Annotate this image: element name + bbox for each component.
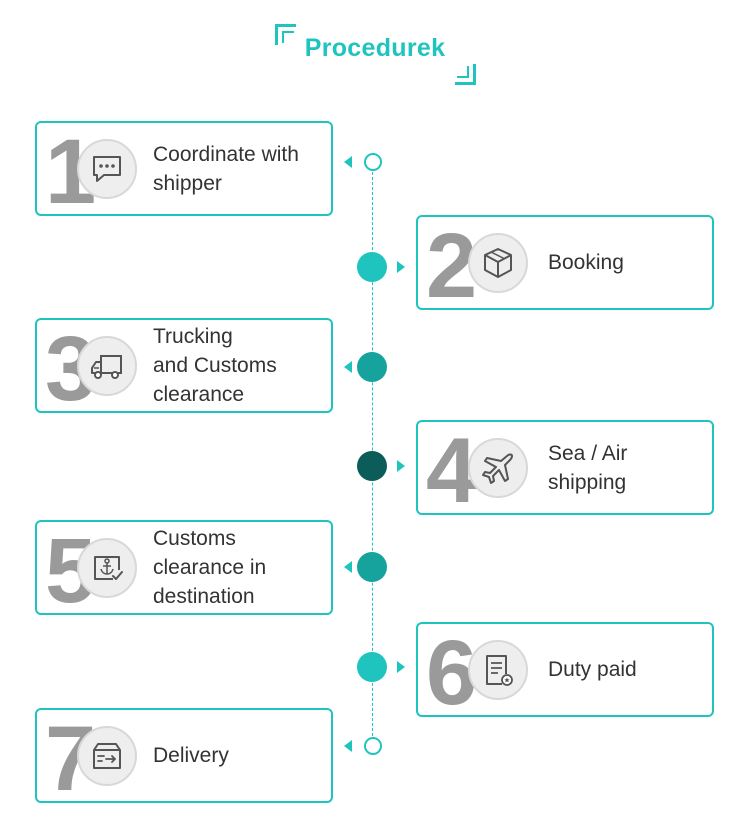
step-card-6: 6 Duty paid [416, 622, 714, 724]
step-label-line: destination [153, 585, 255, 608]
timeline-dot-2 [357, 252, 387, 282]
customs-check-icon [77, 538, 137, 598]
corner-bracket-icon [275, 24, 296, 45]
step-number: 2 [426, 215, 477, 317]
step-card-4: 4 Sea / Air shipping [416, 420, 714, 522]
title-block: Procedurek [0, 24, 750, 85]
timeline-dot-5 [357, 552, 387, 582]
arrow-left-icon [344, 740, 352, 752]
step-label: Trucking and Customs clearance [153, 320, 328, 411]
arrow-right-icon [397, 460, 405, 472]
document-seal-icon [468, 640, 528, 700]
step-label: Booking [548, 217, 723, 308]
step-number: 4 [426, 420, 477, 522]
step-label-line: clearance in [153, 556, 267, 579]
arrow-left-icon [344, 361, 352, 373]
step-card-2: 2 Booking [416, 215, 714, 317]
corner-bracket-icon [455, 64, 476, 85]
arrow-left-icon [344, 156, 352, 168]
step-label-line: Coordinate with [153, 142, 299, 166]
step-label-line: clearance [153, 383, 245, 406]
step-label: Coordinate with shipper [153, 123, 328, 214]
step-label-line: Trucking [153, 325, 233, 348]
step-label: Customs clearance in destination [153, 522, 328, 613]
step-label-line: Delivery [153, 744, 229, 767]
step-label-line: Sea / Air [548, 441, 628, 465]
timeline-dot-3 [357, 352, 387, 382]
step-number: 6 [426, 622, 477, 724]
page-title: Procedurek [304, 34, 446, 62]
timeline-dot-1 [364, 153, 382, 171]
arrow-right-icon [397, 261, 405, 273]
step-label-line: shipper [153, 171, 222, 195]
step-label-line: and Customs [153, 354, 277, 377]
timeline-dot-7 [364, 737, 382, 755]
arrow-left-icon [344, 561, 352, 573]
step-label-line: shipping [548, 470, 627, 494]
airplane-icon [468, 438, 528, 498]
truck-icon [77, 336, 137, 396]
timeline-dot-6 [357, 652, 387, 682]
step-card-7: 7 Delivery [35, 708, 333, 805]
step-label: Sea / Air shipping [548, 422, 723, 513]
timeline-dot-4 [357, 451, 387, 481]
step-label: Duty paid [548, 624, 723, 715]
box-icon [468, 233, 528, 293]
step-label: Delivery [153, 710, 328, 801]
step-label-line: Customs [153, 527, 236, 550]
delivery-box-icon [77, 726, 137, 786]
step-label-line: Duty paid [548, 658, 637, 681]
chat-bubble-icon [77, 139, 137, 199]
arrow-right-icon [397, 661, 405, 673]
step-label-line: Booking [548, 251, 624, 274]
